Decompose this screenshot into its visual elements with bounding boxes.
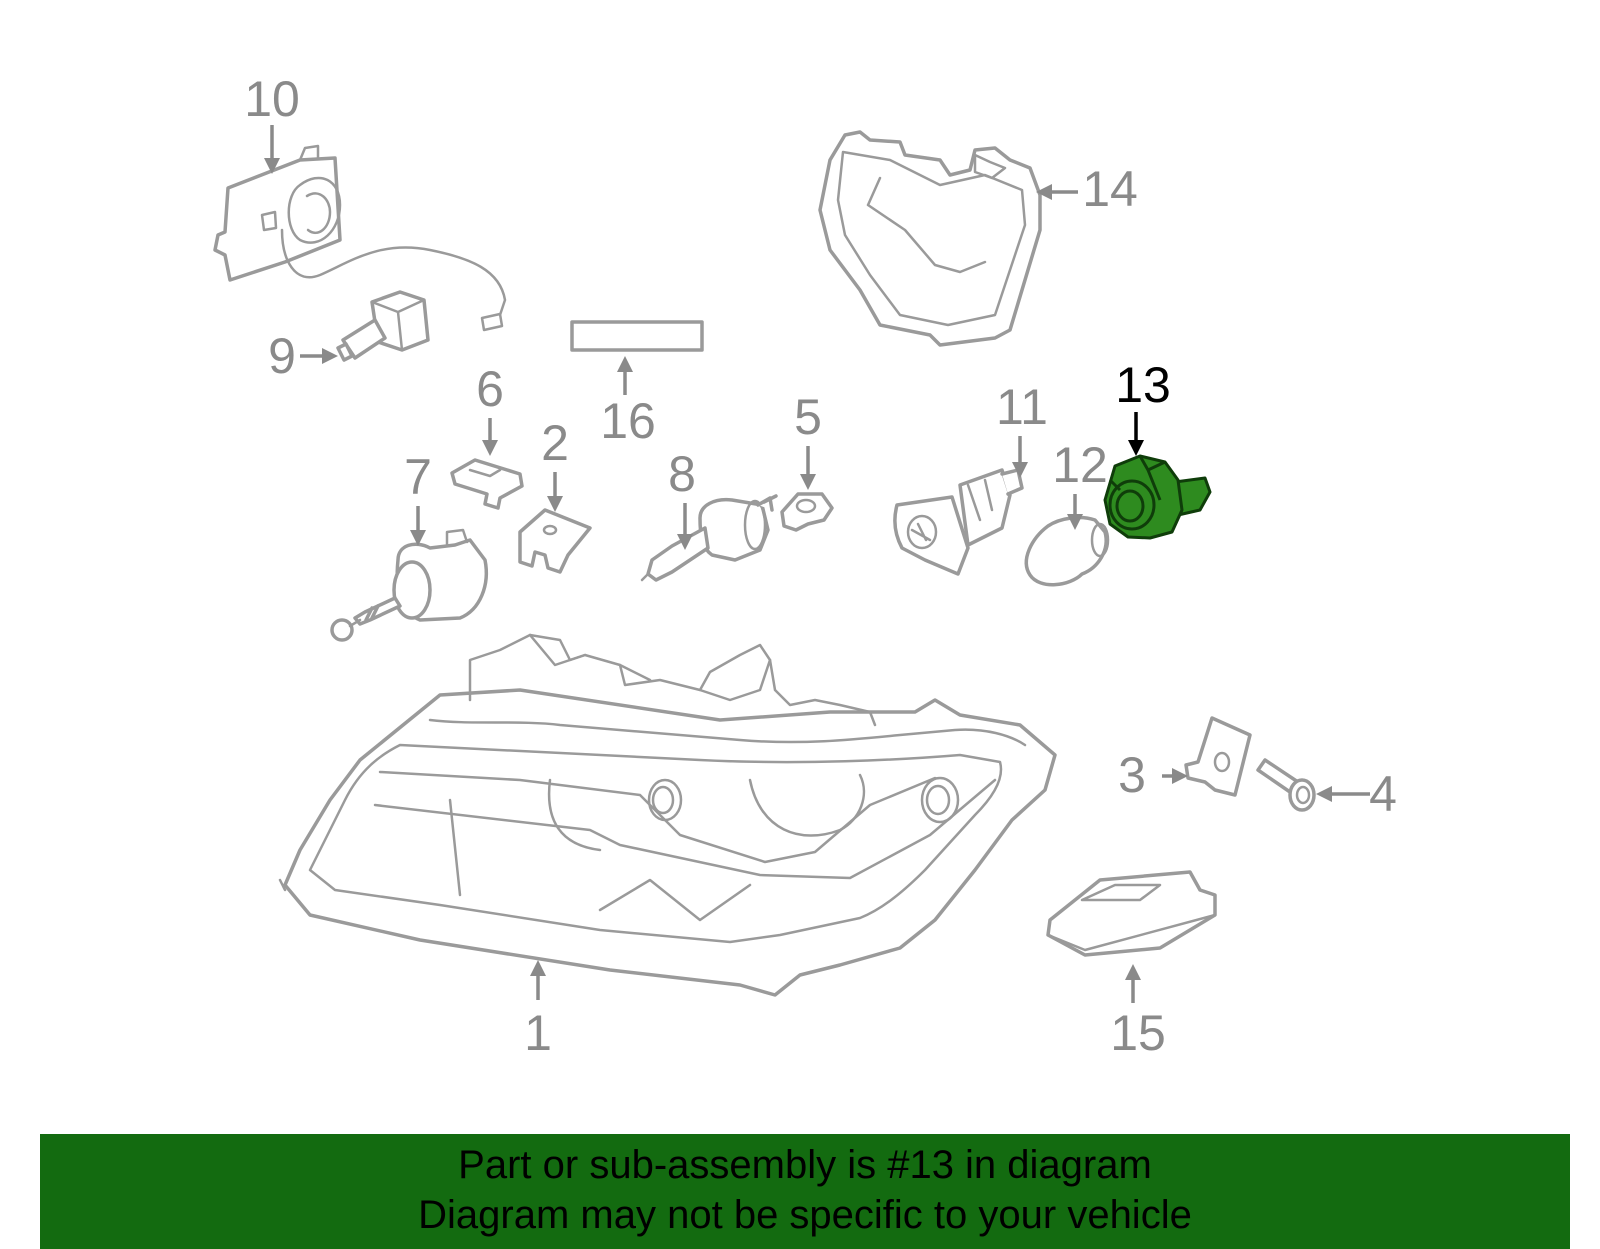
callout-12: 12 <box>1052 437 1108 493</box>
part-4-bolt <box>1256 758 1316 812</box>
part-6-clip <box>450 458 524 510</box>
part-14-cover <box>818 130 1042 347</box>
part-15-module <box>1046 870 1217 957</box>
part-12-bulb <box>1024 515 1110 587</box>
leader-13-highlighted <box>1128 412 1144 456</box>
part-8-bulb <box>640 494 778 582</box>
part-7-actuator <box>330 528 488 642</box>
info-banner: Part or sub-assembly is #13 in diagram D… <box>40 1134 1570 1249</box>
part-5-seal <box>780 492 834 532</box>
callout-3: 3 <box>1118 747 1146 803</box>
callout-11: 11 <box>996 379 1048 435</box>
callout-4: 4 <box>1369 766 1397 822</box>
callout-8: 8 <box>668 446 696 502</box>
part-1-headlamp <box>278 633 1057 997</box>
part-11-socket <box>893 468 1024 576</box>
callout-16: 16 <box>600 393 656 449</box>
callout-14: 14 <box>1082 161 1138 217</box>
callout-10: 10 <box>244 71 300 127</box>
callout-13: 13 <box>1115 357 1171 413</box>
callout-6: 6 <box>476 361 504 417</box>
part-16-label <box>570 320 704 352</box>
callout-1: 1 <box>524 1005 552 1061</box>
leaders <box>264 125 1370 1003</box>
part-10-ballast <box>213 144 507 332</box>
callout-labels: 10 9 16 14 6 2 5 7 8 11 12 13 1 3 4 15 <box>244 71 1397 1061</box>
banner-line-disclaimer: Diagram may not be specific to your vehi… <box>418 1193 1192 1237</box>
callout-5: 5 <box>794 389 822 445</box>
callout-9: 9 <box>268 328 296 384</box>
callout-15: 15 <box>1110 1005 1166 1061</box>
part-3-bracket <box>1184 716 1252 797</box>
banner-line-part-number: Part or sub-assembly is #13 in diagram <box>458 1143 1152 1187</box>
callout-2: 2 <box>541 415 569 471</box>
part-13-socket-highlighted <box>1103 454 1212 540</box>
part-2-bracket <box>518 508 592 574</box>
part-9-bulb <box>336 290 430 362</box>
callout-7: 7 <box>404 449 432 505</box>
